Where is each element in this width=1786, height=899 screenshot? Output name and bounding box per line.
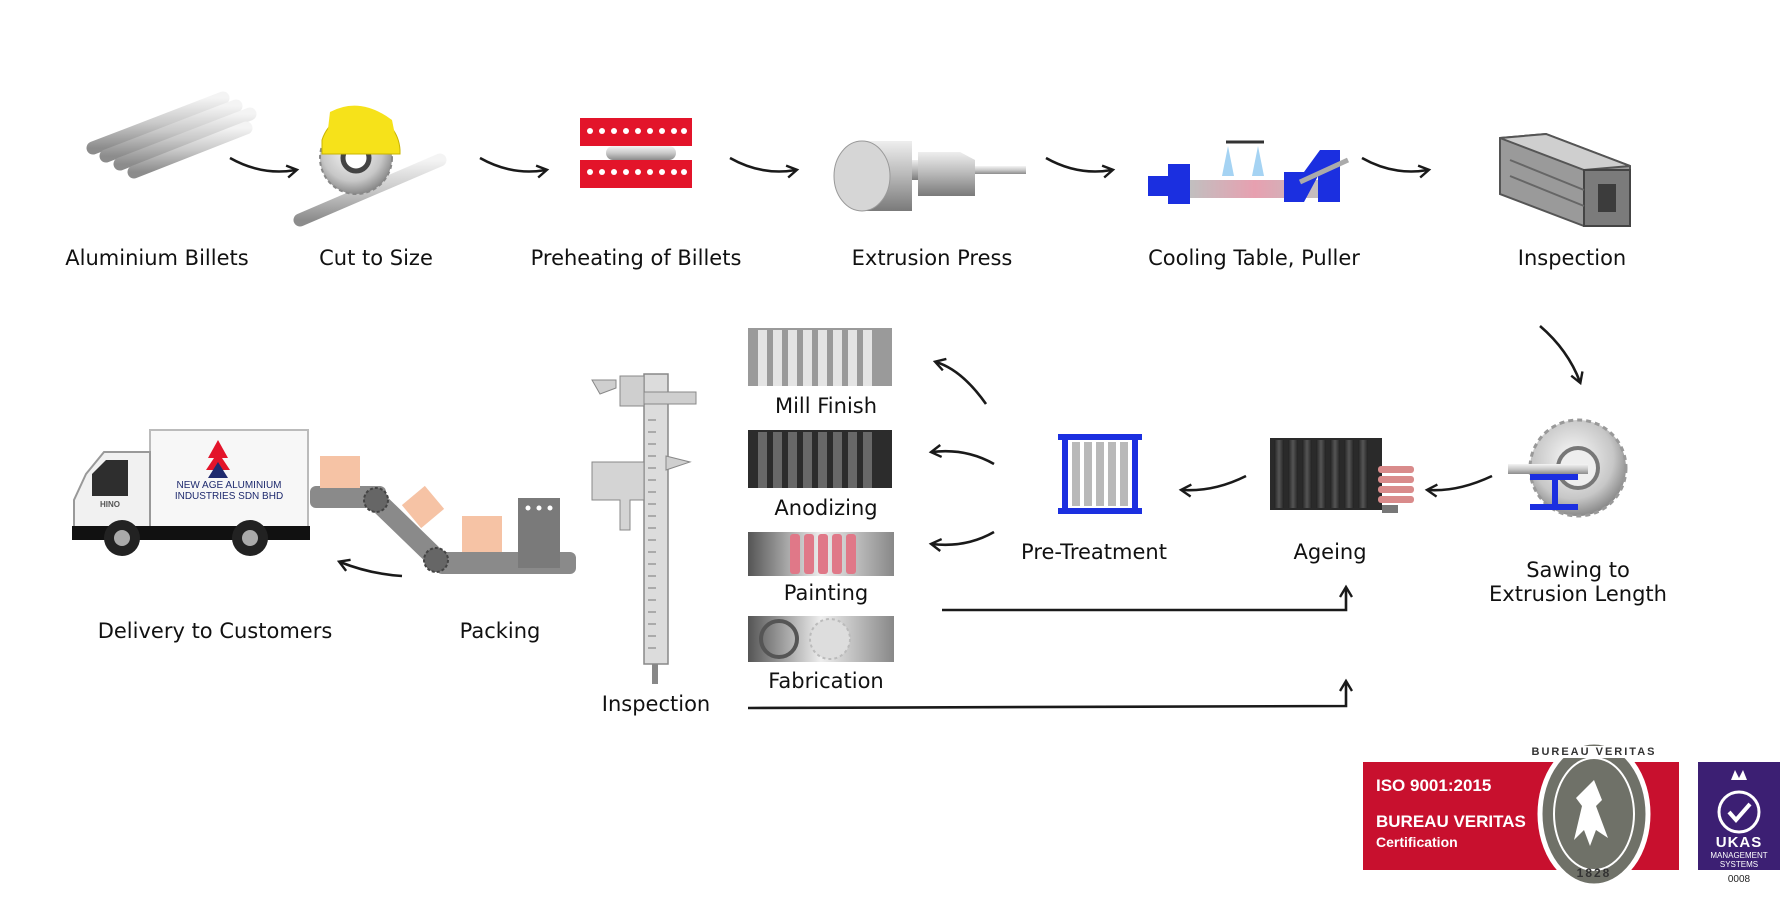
extrusion-press-icon <box>833 140 1026 212</box>
row2-flow-arrows <box>340 362 1493 710</box>
label-pre-treatment: Pre-Treatment <box>1021 540 1167 564</box>
label-sawing-line1: Sawing to <box>1526 558 1630 582</box>
ukas-management-text: MANAGEMENT <box>1710 851 1768 860</box>
preheating-furnace-icon <box>580 118 692 188</box>
label-inspection-top: Inspection <box>1517 246 1627 270</box>
sawing-machine-icon <box>1508 418 1628 518</box>
cut-to-size-saw-icon <box>293 105 447 227</box>
truck-company-line1: NEW AGE ALUMINIUM <box>176 480 282 491</box>
pre-treatment-rack-icon <box>1058 434 1142 514</box>
fabrication-sample-icon <box>748 616 894 662</box>
painting-sample-icon <box>748 532 894 576</box>
packing-conveyor-icon <box>310 456 576 574</box>
ukas-systems-text: SYSTEMS <box>1719 860 1759 869</box>
truck-cab-badge: HINO <box>100 500 120 509</box>
aluminium-profile-inspection-icon <box>1499 132 1631 228</box>
anodizing-sample-icon <box>748 430 892 488</box>
label-packing: Packing <box>459 619 541 643</box>
label-sawing-to-extrusion-length: Sawing to Extrusion Length <box>1489 558 1667 606</box>
bureau-veritas-text: BUREAU VERITAS <box>1376 812 1526 831</box>
label-sawing-line2: Extrusion Length <box>1489 582 1667 606</box>
label-fabrication: Fabrication <box>768 669 884 693</box>
certification-text: Certification <box>1376 834 1458 850</box>
delivery-truck-icon <box>72 429 310 556</box>
label-extrusion-press: Extrusion Press <box>851 246 1013 270</box>
label-preheating-of-billets: Preheating of Billets <box>530 246 742 270</box>
label-cut-to-size: Cut to Size <box>319 246 433 270</box>
label-mill-finish: Mill Finish <box>774 394 878 418</box>
bureau-veritas-certification-logo <box>1363 739 1679 889</box>
label-ageing: Ageing <box>1293 540 1367 564</box>
ukas-number-text: 0008 <box>1727 874 1751 885</box>
label-painting: Painting <box>783 581 869 605</box>
truck-company-name: NEW AGE ALUMINIUM INDUSTRIES SDN BHD <box>175 480 283 502</box>
label-inspection-bottom: Inspection <box>601 692 711 716</box>
mill-finish-sample-icon <box>748 328 892 386</box>
label-delivery-to-customers: Delivery to Customers <box>97 619 333 643</box>
aluminium-billets-icon <box>86 91 257 179</box>
ukas-management-systems-logo <box>1698 762 1780 870</box>
truck-company-line2: INDUSTRIES SDN BHD <box>174 491 284 502</box>
ageing-oven-icon <box>1270 438 1414 513</box>
label-anodizing: Anodizing <box>774 496 878 520</box>
label-aluminium-billets: Aluminium Billets <box>65 246 249 270</box>
iso-standard-text: ISO 9001:2015 <box>1376 776 1492 795</box>
row1-flow-arrows <box>229 156 1580 382</box>
seal-top-text: BUREAU VERITAS <box>1528 746 1660 758</box>
seal-year-text: 1828 <box>1576 866 1612 880</box>
ukas-name-text: UKAS <box>1715 834 1763 851</box>
label-cooling-table-puller: Cooling Table, Puller <box>1148 246 1360 270</box>
vernier-caliper-icon <box>591 373 697 684</box>
cooling-table-puller-icon <box>1148 140 1350 204</box>
